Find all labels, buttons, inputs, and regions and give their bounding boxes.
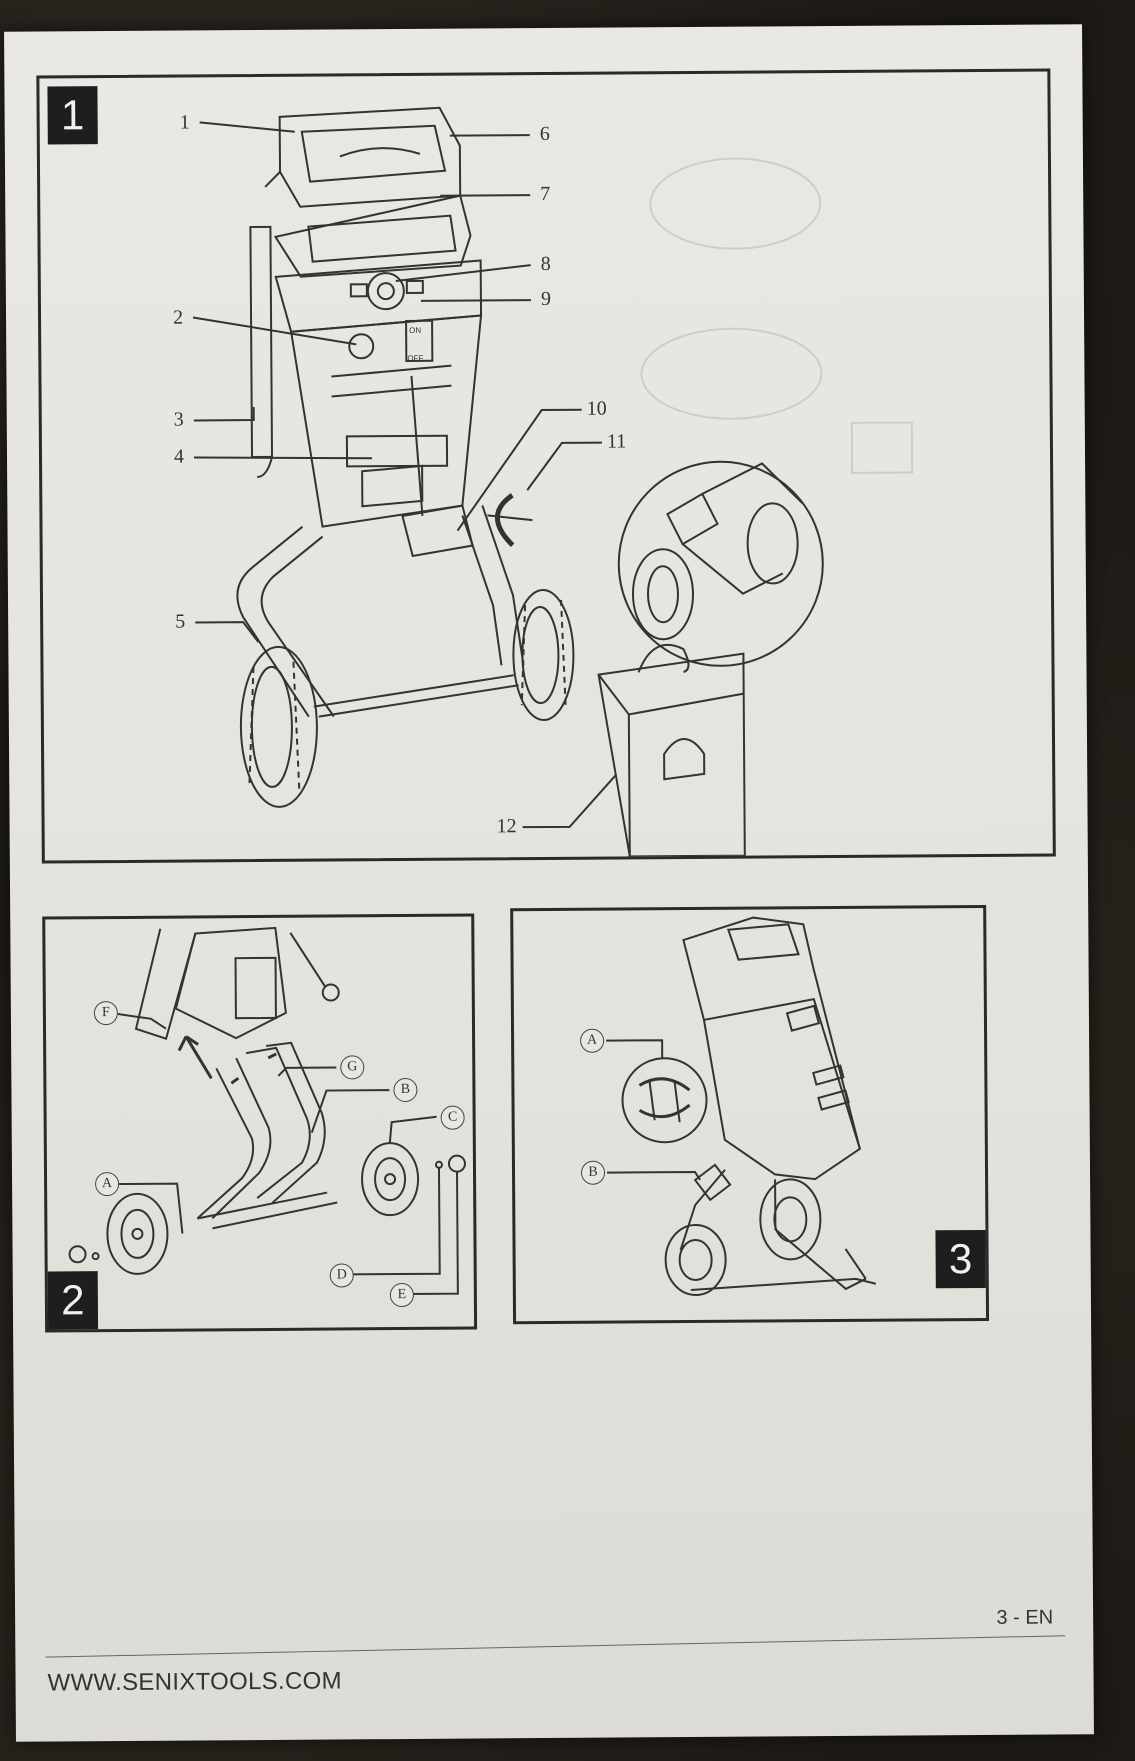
callout-12: 12 bbox=[496, 815, 517, 838]
footer-divider bbox=[45, 1635, 1066, 1658]
shredder-illustration bbox=[192, 106, 914, 858]
manual-page: 1 bbox=[4, 24, 1094, 1742]
part-label-b: B bbox=[580, 1160, 606, 1185]
part-label-b: B bbox=[393, 1077, 418, 1103]
wheel-assembly-illustration bbox=[68, 926, 466, 1295]
callout-2: 2 bbox=[172, 306, 184, 329]
switch-on-label: ON bbox=[409, 325, 422, 335]
part-label-g: G bbox=[340, 1055, 365, 1080]
part-label-c: C bbox=[440, 1105, 465, 1130]
figure-2-panel: 2 bbox=[42, 913, 478, 1333]
part-label-e: E bbox=[389, 1282, 414, 1308]
part-label-f: F bbox=[93, 1001, 118, 1026]
figure-3-panel: 3 bbox=[510, 904, 990, 1325]
callout-9: 9 bbox=[540, 287, 551, 311]
website-url: WWW.SENIXTOOLS.COM bbox=[47, 1667, 342, 1697]
callout-1: 1 bbox=[179, 111, 190, 134]
callout-8: 8 bbox=[540, 252, 551, 276]
page-number: 3 - EN bbox=[996, 1606, 1054, 1629]
part-label-d: D bbox=[329, 1263, 354, 1288]
callout-10: 10 bbox=[586, 397, 607, 420]
switch-off-label: OFF bbox=[407, 353, 424, 363]
callout-5: 5 bbox=[175, 610, 186, 633]
callout-7: 7 bbox=[540, 182, 551, 206]
callout-11: 11 bbox=[606, 430, 627, 453]
part-label-a: A bbox=[95, 1172, 120, 1197]
figure-1-panel: 1 bbox=[36, 68, 1056, 864]
callout-3: 3 bbox=[173, 408, 184, 431]
part-label-a: A bbox=[580, 1028, 605, 1053]
assembled-shredder-illustration bbox=[606, 916, 877, 1296]
callout-4: 4 bbox=[173, 445, 185, 468]
callout-6: 6 bbox=[539, 122, 550, 146]
